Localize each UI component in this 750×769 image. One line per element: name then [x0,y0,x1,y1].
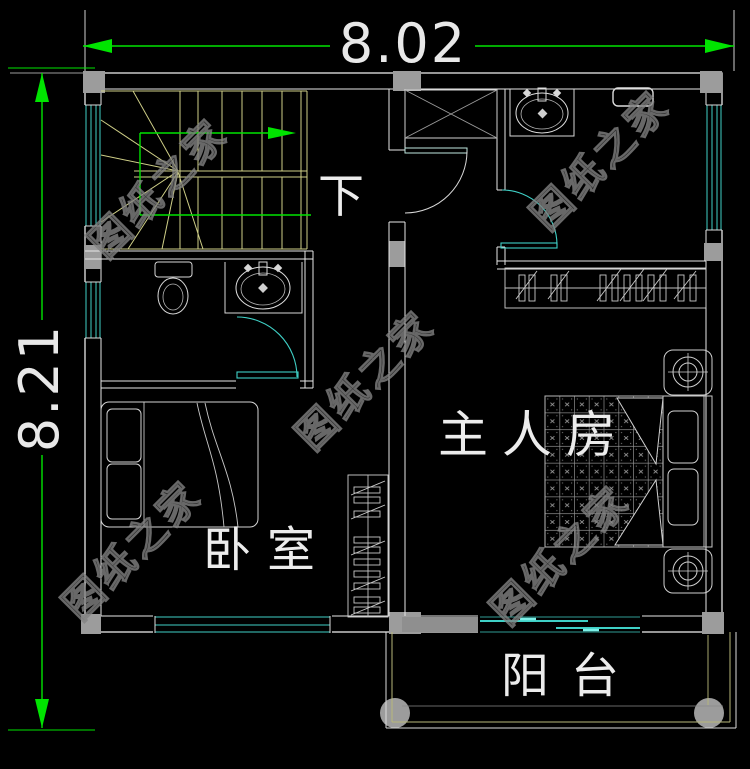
faucet-icon [537,87,547,102]
duct-shaft [404,89,498,139]
pillow [106,463,142,520]
watermark-text: 图纸之家 [54,472,211,629]
balcony [380,632,737,729]
arrow-up-icon [35,73,49,102]
stair-arrow-icon [268,127,296,139]
watermark-text: 图纸之家 [80,110,237,267]
wall-fill [402,617,478,632]
arrow-right-icon [705,39,734,53]
toilet-tank [154,261,193,278]
door-leaf [236,371,299,379]
column [83,71,105,93]
window-opening [705,105,723,230]
label-master-bedroom: 主人房 [438,406,630,464]
windows [85,104,722,633]
sink-counter [224,262,303,314]
label-balcony: 阳台 [501,648,641,704]
sink-basin-inner [240,272,286,306]
door-swing-arc [236,316,298,378]
staircase [100,90,308,250]
quilt-fold [196,402,225,528]
wardrobe-master [504,267,707,309]
column [81,614,101,634]
window-opening [84,282,102,338]
window-opening [153,615,332,634]
door-swing-arc [404,150,468,214]
column [704,243,723,261]
column [389,241,405,267]
column [393,71,421,91]
window-left-bathroom [85,282,101,338]
sliding-door-balcony [480,616,640,633]
sink-basin-icon [235,266,291,310]
label-stairs-down: 下 [318,169,364,223]
quilt-fold [614,478,664,546]
sink-basin-inner [520,98,564,130]
label-bedroom: 卧室 [203,522,331,578]
bathroom-top [509,87,654,137]
door-leaf [500,242,558,249]
column [700,71,722,93]
dimension-height-text: 8.21 [8,324,71,452]
window-right-bathroom [706,105,722,230]
sink-basin-icon [515,92,569,134]
tap-handle-icon [522,88,532,98]
window-left-stairwell [85,105,101,226]
door-swing-arc [501,189,558,246]
round-column [694,698,724,728]
drain-icon [258,283,268,293]
doors [236,147,558,379]
tap-handle-icon [243,263,253,273]
door-opening [495,190,507,247]
bed-bedroom [100,401,259,528]
arrow-down-icon [35,699,49,728]
dimension-left: 8.21 [8,67,95,731]
door-opening [387,150,407,222]
sink-counter [509,89,575,137]
door-opening [236,379,300,390]
column [702,612,724,634]
toilet-bowl-inner [162,283,184,311]
bathroom-mid [154,261,303,315]
quilt-fold [204,402,239,528]
shelf [612,87,654,107]
tap-handle-icon [552,88,562,98]
window-opening [84,105,102,226]
pillow [667,410,699,464]
arrow-left-icon [83,39,112,53]
wardrobe-bedroom [347,474,389,618]
nightstand [663,349,713,396]
stair-direction [139,127,311,216]
pillow [106,408,142,463]
dimension-width-text: 8.02 [339,12,467,75]
watermark-text: 图纸之家 [522,82,679,239]
dimension-top: 8.02 [83,10,735,75]
shaft-cross-icon [404,89,498,139]
toilet-bowl-icon [157,277,189,315]
quilt-fold [616,397,664,466]
bed-master [544,349,713,594]
door-leaf [404,147,468,154]
interior-openings [236,150,507,390]
faucet-icon [258,261,268,276]
pillow [667,468,699,526]
window-bedroom-south [155,616,330,633]
tap-handle-icon [273,263,283,273]
round-column [380,698,410,728]
bed-head [662,395,713,548]
nightstand [663,548,713,594]
room-labels: 下 主人房 卧室 阳台 [203,169,641,704]
drain-icon [537,108,548,119]
